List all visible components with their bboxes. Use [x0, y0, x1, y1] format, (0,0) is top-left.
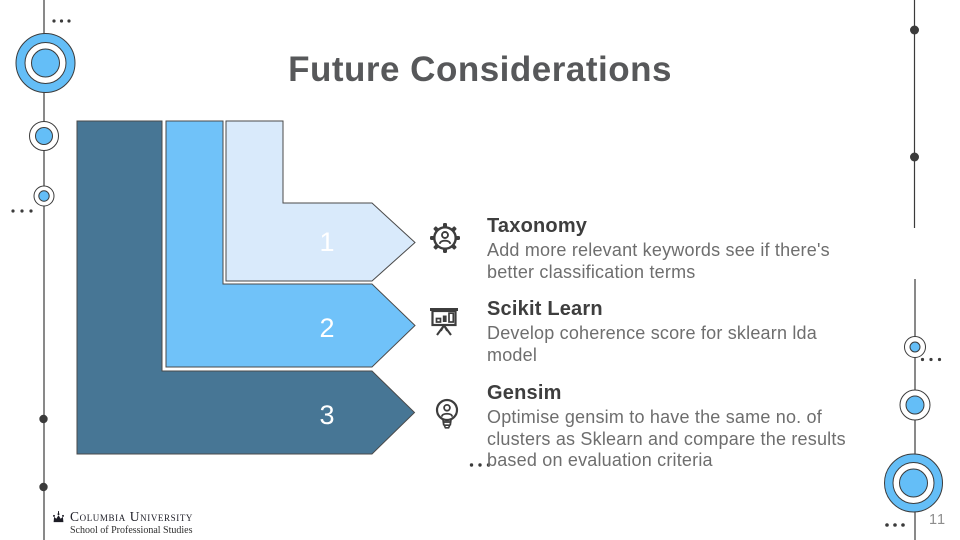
- step-body: Develop coherence score for sklearn lda …: [487, 323, 817, 365]
- step-heading: Scikit Learn: [487, 298, 603, 320]
- ellipsis-icon: [885, 523, 905, 527]
- step-number-2: 2: [319, 313, 334, 343]
- ellipsis-icon: [52, 19, 71, 23]
- arrow-step-1: [225, 120, 416, 282]
- page-number: 11: [929, 512, 947, 528]
- logo-subtitle: School of Professional Studies: [70, 525, 193, 536]
- bulb-user-icon: [429, 396, 465, 437]
- ellipsis-icon: [469, 463, 491, 467]
- timeline-node-dot: [910, 25, 919, 162]
- step-number-1: 1: [319, 227, 334, 257]
- crown-icon: [53, 511, 64, 523]
- step-block-gensim: Gensim Optimise gensim to have the same …: [487, 382, 917, 472]
- step-heading: Gensim: [487, 382, 562, 404]
- bullseye-icon: [15, 33, 76, 93]
- step-body: Add more relevant keywords see if there'…: [487, 240, 830, 282]
- logo-title: Columbia University: [70, 509, 194, 524]
- user-gear-icon: [427, 220, 463, 261]
- arrow-step-2: [165, 120, 416, 368]
- bullseye-icon: [884, 453, 943, 513]
- ring-dot-icon: [29, 121, 59, 151]
- presentation-chart-icon: [425, 303, 463, 344]
- step-block-scikit-learn: Scikit Learn Develop coherence score for…: [487, 298, 917, 366]
- ring-dot-icon: [33, 185, 55, 207]
- step-block-taxonomy: Taxonomy Add more relevant keywords see …: [487, 215, 917, 283]
- arrow-step-3: [76, 120, 416, 455]
- ring-dot-icon: [899, 389, 931, 421]
- step-number-3: 3: [319, 400, 334, 430]
- step-body: Optimise gensim to have the same no. of …: [487, 407, 846, 470]
- page-title: Future Considerations: [288, 50, 672, 89]
- ellipsis-icon: [920, 357, 942, 362]
- ellipsis-icon: [11, 209, 33, 213]
- timeline-node-dot: [39, 414, 48, 492]
- columbia-logo: Columbia University School of Profession…: [51, 509, 193, 536]
- ring-dot-icon: [904, 336, 926, 358]
- step-heading: Taxonomy: [487, 215, 588, 237]
